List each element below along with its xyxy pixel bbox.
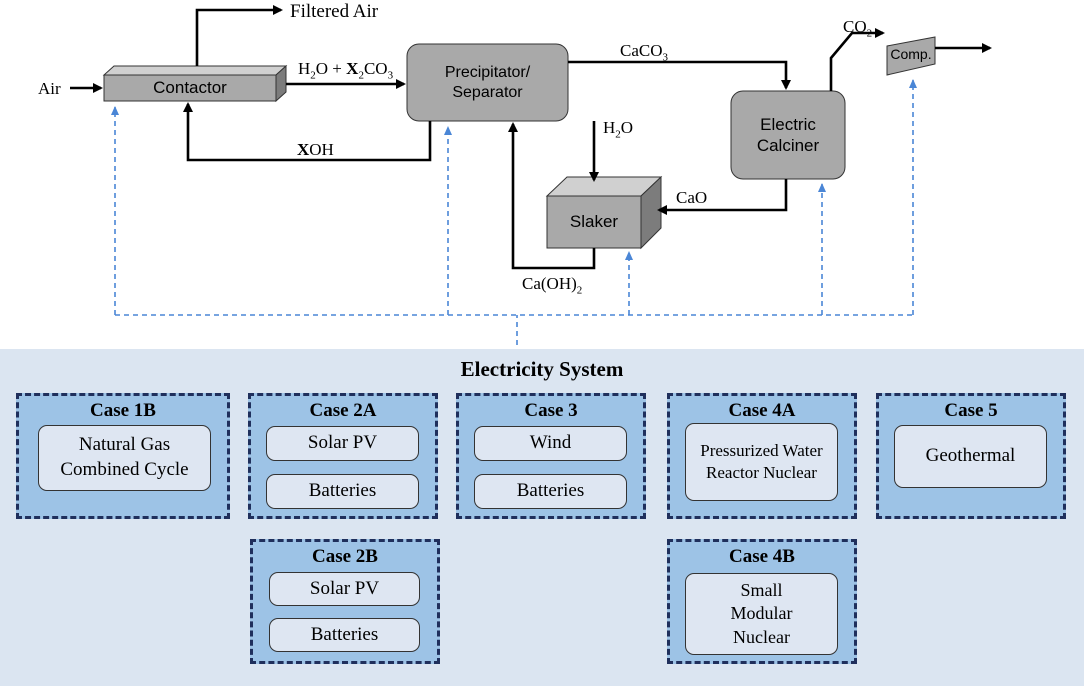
slaker-label: Slaker bbox=[569, 212, 619, 232]
case-2b: Case 2B Solar PV Batteries bbox=[250, 539, 440, 664]
case-title: Case 4B bbox=[729, 546, 795, 567]
electricity-supply-lines bbox=[111, 79, 917, 345]
precipitator-label: Precipitator/ Separator bbox=[444, 63, 531, 101]
xoh-label: XOH bbox=[297, 140, 334, 159]
contactor-label: Contactor bbox=[153, 78, 227, 98]
filtered-air-arrow bbox=[195, 5, 283, 66]
precipitator-unit bbox=[406, 43, 569, 122]
electricity-system-title: Electricity System bbox=[460, 357, 624, 381]
source-box: Pressurized Water Reactor Nuclear bbox=[685, 423, 838, 501]
xoh-return-arrow bbox=[183, 102, 432, 162]
case-title: Case 5 bbox=[944, 400, 998, 421]
h2o-label: H2O bbox=[603, 118, 634, 141]
compressor-unit bbox=[886, 36, 936, 76]
caco3-arrow bbox=[568, 60, 791, 90]
case-1b: Case 1B Natural Gas Combined Cycle bbox=[16, 393, 230, 519]
air-label: Air bbox=[38, 79, 61, 98]
case-title: Case 4A bbox=[728, 400, 796, 421]
case-4b: Case 4B Small Modular Nuclear bbox=[667, 539, 857, 664]
contactor-unit bbox=[102, 64, 288, 103]
caoh2-label: Ca(OH)2 bbox=[522, 274, 583, 297]
cao-label: CaO bbox=[676, 188, 708, 207]
source-box: Geothermal bbox=[894, 425, 1047, 488]
source-box: Batteries bbox=[474, 474, 627, 509]
source-box: Solar PV bbox=[266, 426, 419, 461]
slaker-unit bbox=[545, 175, 663, 250]
source-box: Batteries bbox=[266, 474, 419, 509]
co2-label: CO2 bbox=[843, 17, 873, 40]
case-title: Case 2B bbox=[312, 546, 378, 567]
compressor-label: Comp. bbox=[890, 46, 932, 63]
source-box: Solar PV bbox=[269, 572, 420, 606]
filtered-air-label: Filtered Air bbox=[290, 1, 379, 22]
cao-arrow bbox=[657, 179, 788, 215]
co2-arrow bbox=[829, 28, 885, 91]
case-title: Case 3 bbox=[524, 400, 578, 421]
calciner-label: Electric Calciner bbox=[756, 114, 820, 155]
case-3: Case 3 Wind Batteries bbox=[456, 393, 646, 519]
caoh2-return-arrow bbox=[508, 122, 596, 270]
caco3-label: CaCO3 bbox=[620, 41, 668, 64]
source-box: Wind bbox=[474, 426, 627, 461]
source-box: Natural Gas Combined Cycle bbox=[38, 425, 211, 491]
source-box: Small Modular Nuclear bbox=[685, 573, 838, 655]
x2co3-label: H2O + X2CO3 bbox=[298, 59, 394, 82]
case-title: Case 1B bbox=[90, 400, 156, 421]
calciner-unit bbox=[730, 90, 846, 180]
case-title: Case 2A bbox=[309, 400, 377, 421]
case-4a: Case 4A Pressurized Water Reactor Nuclea… bbox=[667, 393, 857, 519]
source-box: Batteries bbox=[269, 618, 420, 652]
case-5: Case 5 Geothermal bbox=[876, 393, 1066, 519]
case-2a: Case 2A Solar PV Batteries bbox=[248, 393, 438, 519]
